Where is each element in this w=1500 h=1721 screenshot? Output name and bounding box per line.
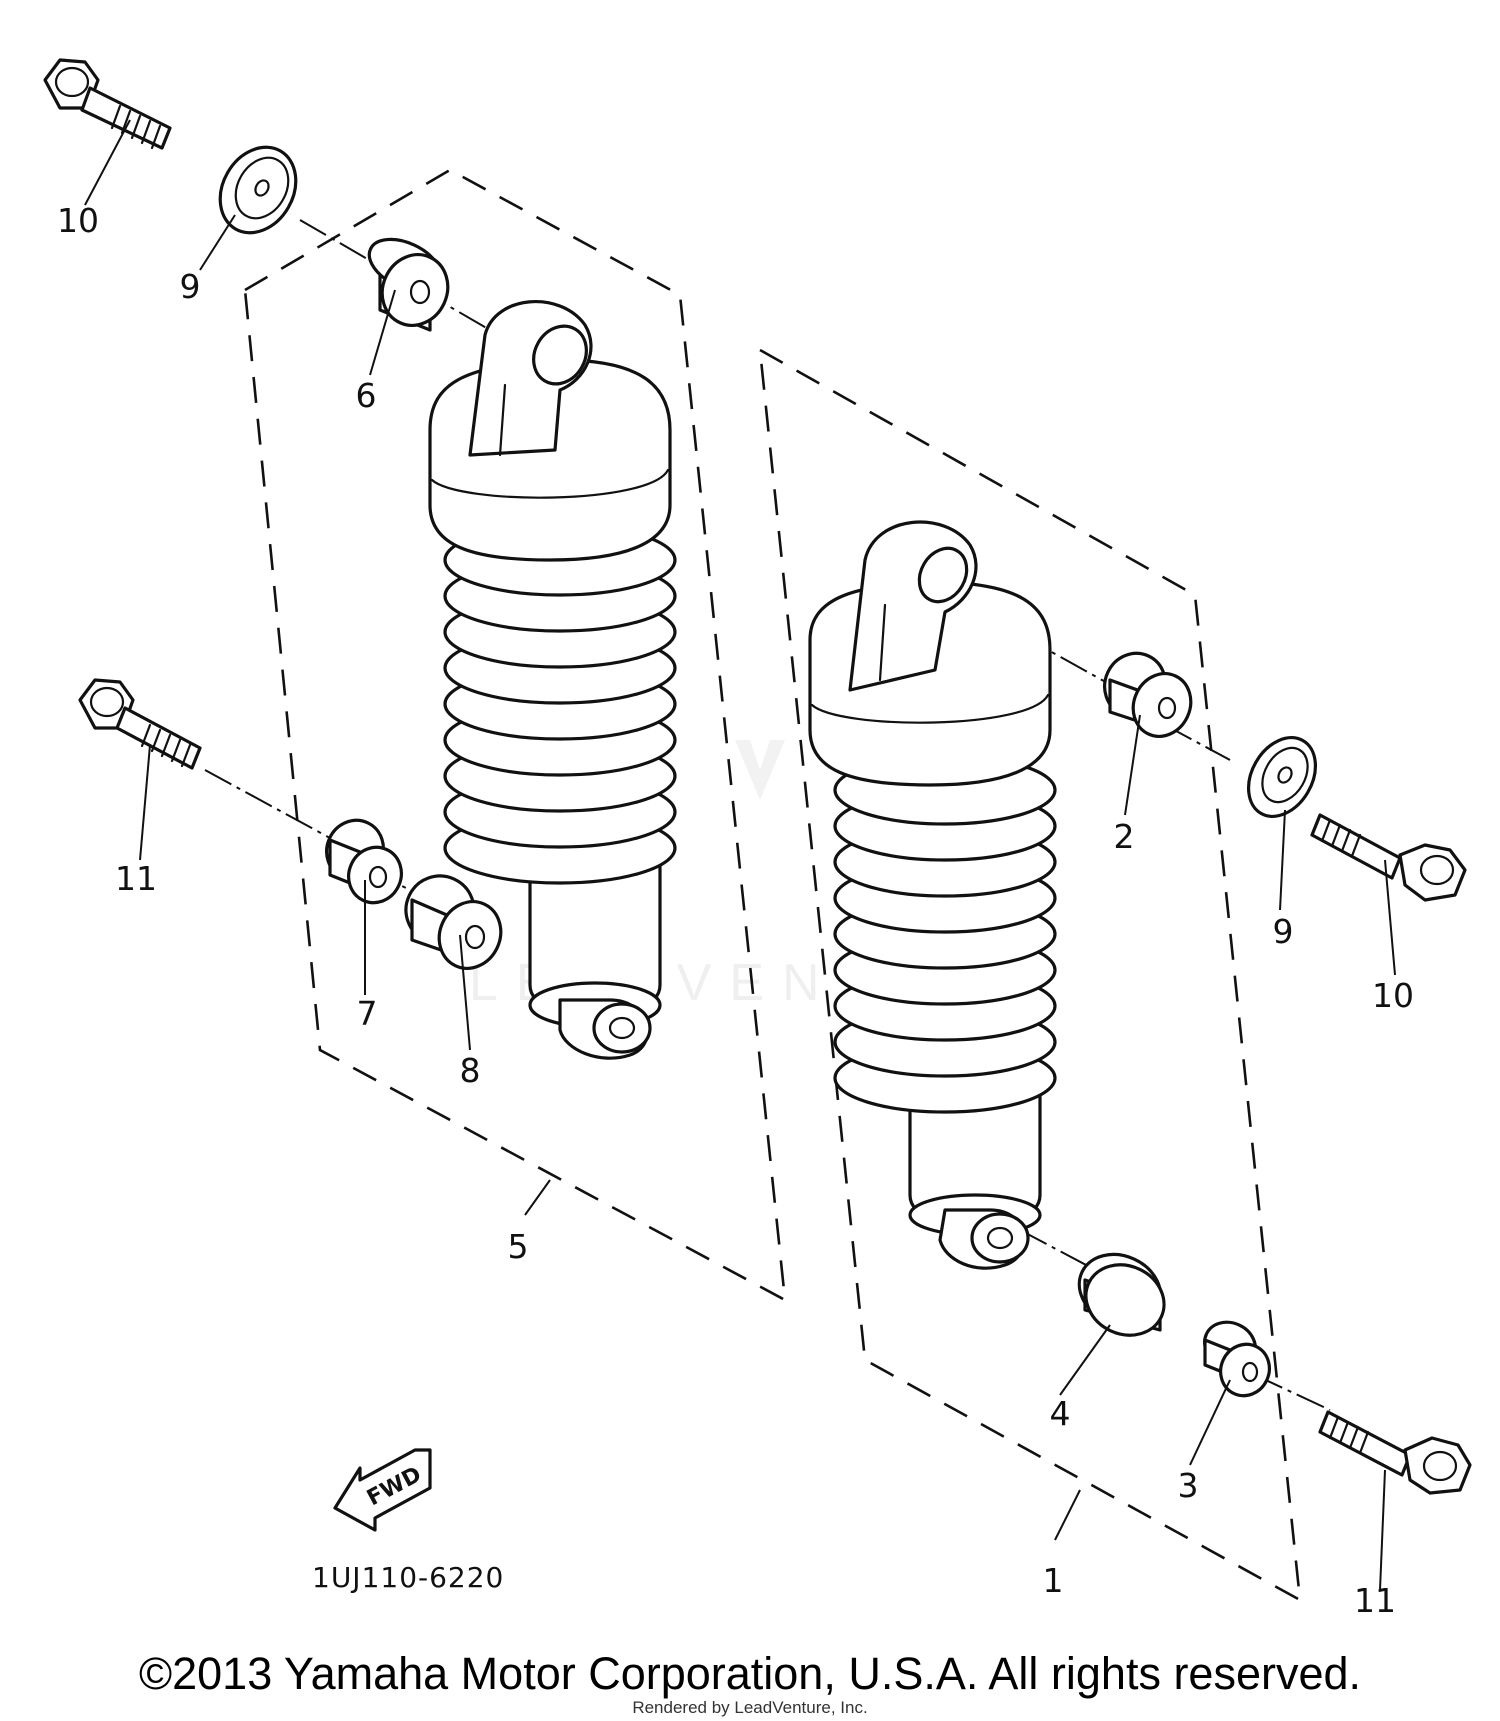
callout-7: 7 [357,994,378,1033]
shock-absorber-left [428,300,677,1060]
washer-9-right [1246,736,1318,818]
diagram-part-number: 1UJ110-6220 [312,1561,504,1594]
callout-9: 9 [180,267,201,306]
shock-absorber-right [808,520,1057,1270]
callout-11: 11 [115,859,157,898]
callout-leaders [84,119,1396,1591]
callout-11: 11 [1354,1581,1396,1620]
collar-8 [404,874,503,970]
bolt-10-right [1310,813,1467,902]
collar-4 [1077,1252,1166,1337]
callout-10: 10 [1372,976,1414,1015]
collar-2 [1103,651,1193,738]
callout-10: 10 [57,201,99,240]
callout-labels: 10 9 6 11 7 8 5 2 9 10 4 3 1 11 [57,201,1414,1620]
forward-direction-arrow: FWD [333,1448,432,1532]
rendered-by-notice: Rendered by LeadVenture, Inc. [632,1698,868,1717]
bolt-11-bottom-right [1318,1410,1472,1495]
spring-coils-right [833,754,1057,1114]
callout-3: 3 [1178,1466,1199,1505]
callout-2: 2 [1114,817,1135,856]
callout-9: 9 [1273,912,1294,951]
callout-1: 1 [1043,1561,1064,1600]
callout-8: 8 [460,1051,481,1090]
copyright-notice: ©2013 Yamaha Motor Corporation, U.S.A. A… [138,1648,1362,1699]
callout-6: 6 [356,376,377,415]
callout-5: 5 [508,1227,529,1266]
collar-3 [1203,1320,1271,1398]
spring-coils-left [443,523,677,885]
callout-4: 4 [1050,1394,1071,1433]
washer-9-top [218,145,298,235]
collar-6 [367,237,450,332]
assembly-5-outline [243,168,787,1303]
bolt-10-top-left [43,58,172,150]
bolt-11-left [78,678,202,770]
collar-7 [325,818,403,905]
